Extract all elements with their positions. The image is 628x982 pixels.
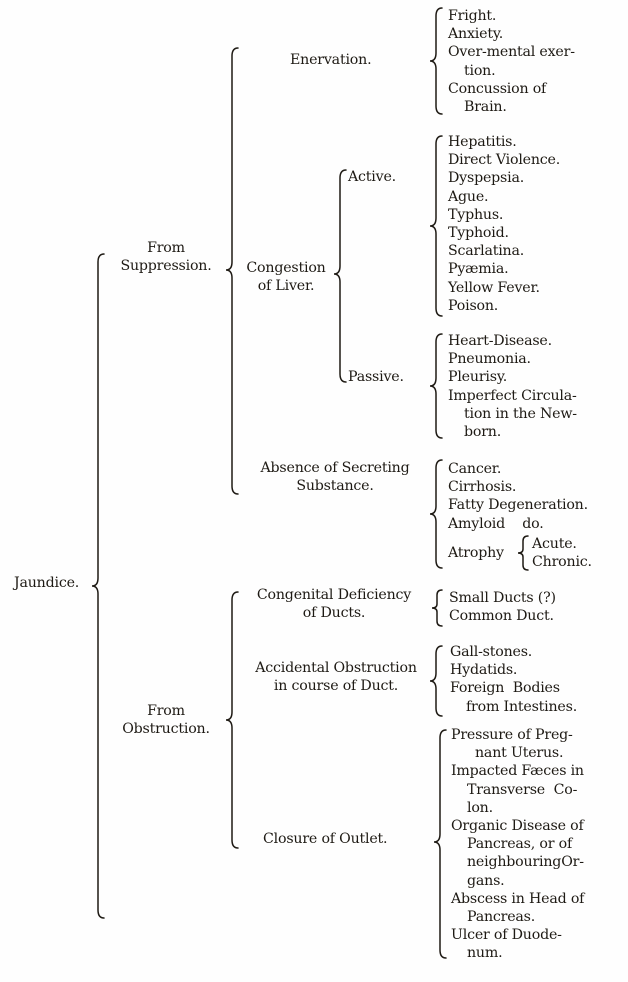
congestion-label-line1: Congestion: [246, 260, 326, 276]
list-item: Ague.: [448, 188, 489, 205]
closure-list: Pressure of Preg- nant Uterus. Impacted …: [451, 726, 584, 962]
enervation-label: Enervation.: [290, 52, 372, 68]
absence-label-line1: Absence of Secreting: [260, 460, 410, 476]
list-item: Concussion of: [448, 80, 547, 97]
obstruction-label-line2: Obstruction.: [122, 721, 210, 738]
list-item: Pleurisy.: [448, 369, 508, 386]
list-item: lon.: [467, 799, 493, 816]
list-item: Hydatids.: [450, 662, 518, 679]
congenital-label: Congenital Deficiency of Ducts.: [236, 586, 432, 622]
congestion-label-line2: of Liver.: [257, 278, 315, 295]
absence-label: Absence of Secreting Substance.: [240, 459, 430, 495]
congenital-label-line2: of Ducts.: [302, 605, 366, 622]
list-item: nant Uterus.: [475, 745, 564, 762]
list-item: tion.: [464, 62, 496, 79]
suppression-label-line1: From: [147, 240, 185, 256]
list-item: Chronic.: [532, 554, 592, 571]
list-item: Dyspepsia.: [448, 170, 525, 187]
passive-label: Passive.: [348, 369, 404, 385]
obstruction-label-line1: From: [147, 703, 185, 719]
absence-list: Cancer. Cirrhosis. Fatty Degeneration. A…: [448, 460, 588, 533]
list-item: Cancer.: [448, 461, 502, 477]
list-item: Poison.: [448, 297, 499, 314]
list-item: Imperfect Circula-: [448, 387, 577, 404]
list-item: Anxiety.: [448, 26, 504, 43]
passive-list: Heart-Disease. Pneumonia. Pleurisy. Impe…: [448, 332, 577, 441]
passive-brace: [429, 333, 443, 439]
list-item: Transverse Co-: [467, 781, 578, 798]
obstruction-brace: [225, 591, 239, 849]
suppression-label: From Suppression.: [110, 239, 222, 275]
closure-brace: [433, 729, 447, 959]
list-item: Foreign Bodies: [450, 680, 560, 697]
list-item: Fright.: [448, 8, 497, 24]
root-label: Jaundice.: [14, 575, 80, 591]
accidental-label: Accidental Obstruction in course of Duct…: [238, 659, 434, 695]
accidental-label-line1: Accidental Obstruction: [255, 660, 417, 676]
enervation-list: Fright. Anxiety. Over-mental exer- tion.…: [448, 7, 575, 116]
congenital-brace: [431, 589, 443, 627]
list-item: Pancreas, or of: [467, 836, 573, 853]
atrophy-brace: [517, 535, 529, 571]
congestion-label: Congestion of Liver.: [236, 259, 336, 295]
list-item: from Intestines.: [466, 698, 578, 715]
list-item: neighbouringOr-: [467, 854, 584, 871]
list-item: Hepatitis.: [448, 134, 517, 150]
congenital-list: Small Ducts (?) Common Duct.: [449, 589, 556, 625]
absence-label-line2: Substance.: [296, 478, 374, 495]
list-item: Yellow Fever.: [448, 279, 540, 296]
list-item: Fatty Degeneration.: [448, 497, 588, 514]
list-item: Common Duct.: [449, 608, 554, 625]
list-item: Organic Disease of: [451, 817, 584, 834]
active-list: Hepatitis. Direct Violence. Dyspepsia. A…: [448, 133, 560, 315]
accidental-label-line2: in course of Duct.: [273, 678, 399, 695]
list-item: Over-mental exer-: [448, 44, 575, 61]
closure-label: Closure of Outlet.: [263, 831, 388, 847]
atrophy-list: Acute. Chronic.: [532, 535, 592, 571]
list-item: gans.: [467, 872, 505, 889]
congestion-brace: [333, 169, 347, 383]
list-item: num.: [467, 945, 503, 962]
list-item: Pyæmia.: [448, 261, 509, 278]
list-item: Ulcer of Duode-: [451, 927, 562, 944]
list-item: Scarlatina.: [448, 243, 525, 260]
list-item: born.: [464, 423, 502, 440]
list-item: Pneumonia.: [448, 351, 531, 368]
list-item: Gall-stones.: [450, 644, 533, 660]
list-item: Typhoid.: [448, 224, 509, 241]
root-brace: [91, 253, 105, 919]
suppression-brace: [225, 47, 239, 495]
list-item: Impacted Fæces in: [451, 763, 584, 780]
accidental-list: Gall-stones. Hydatids. Foreign Bodies fr…: [450, 643, 577, 716]
obstruction-label: From Obstruction.: [110, 702, 222, 738]
active-brace: [429, 135, 443, 317]
list-item: Heart-Disease.: [448, 333, 552, 349]
list-item: Small Ducts (?): [449, 590, 556, 606]
suppression-label-line2: Suppression.: [120, 258, 212, 275]
list-item: Brain.: [464, 98, 507, 115]
list-item: Pressure of Preg-: [451, 727, 573, 743]
list-item: Direct Violence.: [448, 152, 561, 169]
active-label: Active.: [348, 169, 396, 185]
accidental-brace: [429, 645, 443, 717]
absence-brace: [429, 459, 443, 569]
list-item: Abscess in Head of: [451, 890, 585, 907]
list-item: Amyloid do.: [448, 515, 544, 532]
list-item: Typhus.: [448, 206, 504, 223]
list-item: Cirrhosis.: [448, 479, 517, 496]
list-item: Acute.: [532, 536, 577, 552]
congenital-label-line1: Congenital Deficiency: [256, 587, 412, 603]
atrophy-label: Atrophy: [448, 545, 504, 561]
enervation-brace: [429, 7, 443, 115]
list-item: tion in the New-: [464, 405, 577, 422]
list-item: Pancreas.: [467, 908, 536, 925]
